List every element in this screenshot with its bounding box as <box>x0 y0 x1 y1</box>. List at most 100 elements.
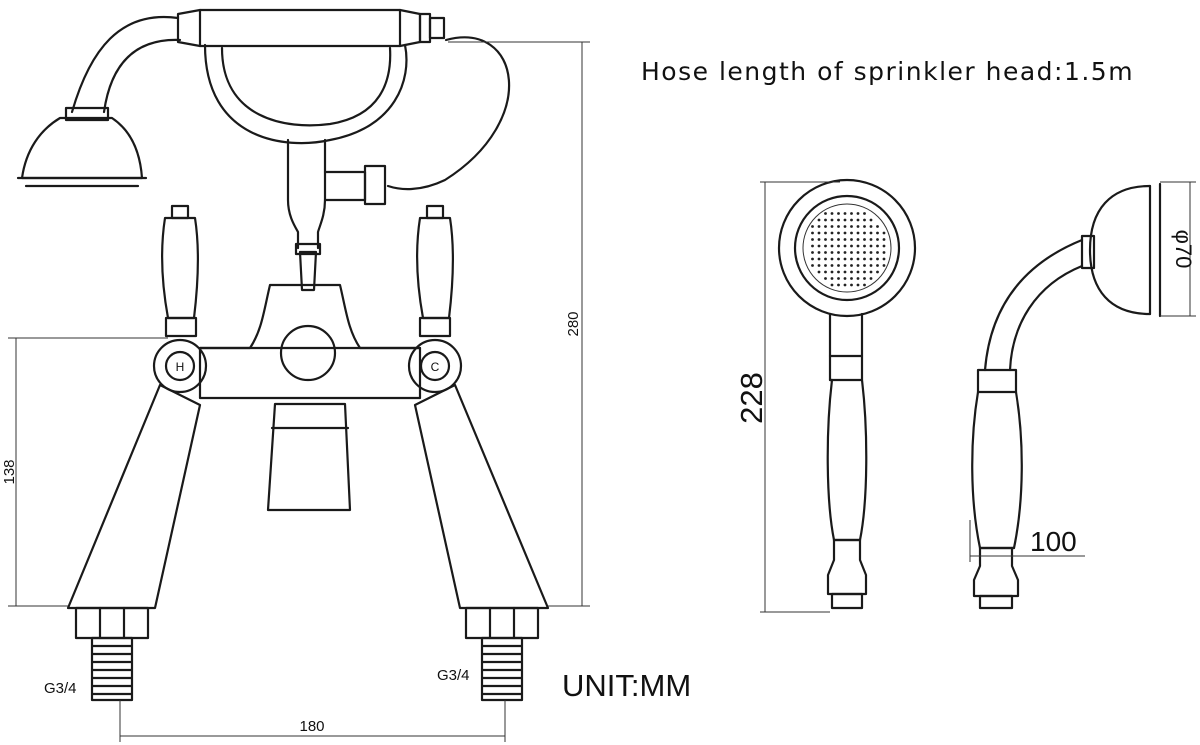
left-nut-faces <box>98 606 126 640</box>
diverter-cap <box>294 242 322 256</box>
mixer-drawing: H C <box>16 8 550 702</box>
spray-hole <box>811 238 814 241</box>
side-neck <box>983 238 1084 372</box>
spray-hole <box>850 283 853 287</box>
spray-hole <box>876 244 879 248</box>
spray-hole <box>837 277 840 280</box>
left-leg <box>66 383 202 610</box>
spray-hole <box>876 231 879 235</box>
spray-hole <box>869 264 873 267</box>
side-connector <box>978 594 1014 610</box>
cradle-stem <box>286 138 327 250</box>
handset-side-view <box>971 182 1162 610</box>
spray-hole <box>856 212 860 215</box>
spray-hole <box>869 244 873 248</box>
spray-hole <box>837 270 840 274</box>
spray-hole <box>811 231 814 235</box>
spray-hole <box>856 270 860 274</box>
spray-hole <box>850 251 853 254</box>
spray-hole <box>863 270 866 274</box>
spray-holes <box>811 212 886 287</box>
spray-hole <box>837 251 840 254</box>
spray-hole <box>876 257 879 261</box>
handset-face-inner <box>793 194 901 302</box>
spray-hole <box>837 257 840 261</box>
spray-hole <box>882 264 886 267</box>
front-grip <box>826 354 868 542</box>
spray-hole <box>843 277 847 280</box>
spray-hole <box>863 231 866 235</box>
spray-hole <box>824 244 827 248</box>
handset-front-view <box>777 178 917 610</box>
spray-hole <box>817 238 821 241</box>
handset-grip-band <box>198 8 402 48</box>
spray-plate <box>802 203 892 293</box>
spray-hole <box>843 238 847 241</box>
spray-hole <box>817 270 821 274</box>
spray-hole <box>863 251 866 254</box>
spray-hole <box>856 231 860 235</box>
handset-length-dimension: 228 <box>734 181 840 613</box>
mixer-dimensions: 280 138 180 G3/4 G3/4 <box>1 41 590 742</box>
spray-hole <box>876 251 879 254</box>
side-grip <box>971 368 1023 550</box>
spray-hole <box>876 264 879 267</box>
spray-hole <box>824 251 827 254</box>
spray-hole <box>830 277 834 280</box>
handset-side-dimensions: φ70 100 <box>969 181 1196 562</box>
front-neck <box>828 312 864 358</box>
spray-hole <box>869 270 873 274</box>
spray-hole <box>830 257 834 261</box>
hot-label: H <box>176 360 185 374</box>
hot-handle-collar <box>164 316 198 338</box>
spray-hole <box>843 283 847 287</box>
spray-hole <box>817 244 821 248</box>
dim-head-diameter: φ70 <box>1171 230 1196 269</box>
spray-hole <box>863 257 866 261</box>
spray-hole <box>869 218 873 222</box>
diverter-lever <box>298 250 318 292</box>
spray-hole <box>817 218 821 222</box>
spray-hole <box>850 264 853 267</box>
spray-hole <box>811 257 814 261</box>
side-head <box>1088 182 1162 318</box>
spray-hole <box>850 225 853 228</box>
spray-hole <box>843 244 847 248</box>
right-thread <box>480 636 524 702</box>
spray-hole <box>843 225 847 228</box>
spray-hole <box>863 218 866 222</box>
spray-hole <box>869 231 873 235</box>
spray-hole <box>830 270 834 274</box>
mixer-center-boss <box>279 324 337 382</box>
spray-hole <box>824 257 827 261</box>
spray-hole <box>856 264 860 267</box>
thread-label-left: G3/4 <box>44 680 77 697</box>
spray-hole <box>811 225 814 228</box>
side-neck-collar <box>1080 234 1096 270</box>
spray-hole <box>876 270 879 274</box>
spray-hole <box>863 264 866 267</box>
spray-hole <box>856 218 860 222</box>
cold-valve-disc <box>419 350 451 382</box>
spray-hole <box>863 212 866 215</box>
spray-hole <box>850 257 853 261</box>
spray-hole <box>843 218 847 222</box>
shower-head <box>20 116 144 180</box>
spray-hole <box>817 257 821 261</box>
dim-handset-depth: 100 <box>1030 526 1077 557</box>
spray-hole <box>824 231 827 235</box>
handset-neck-inner <box>102 38 182 114</box>
handset-face-outer <box>777 178 917 318</box>
spray-hole <box>830 218 834 222</box>
spray-hole <box>869 277 873 280</box>
spray-hole <box>863 238 866 241</box>
spray-hole <box>856 257 860 261</box>
spray-hole <box>850 244 853 248</box>
cold-label: C <box>431 360 440 374</box>
hot-handle-cap <box>170 204 190 220</box>
bath-spout <box>266 402 352 512</box>
handset-end-cap <box>418 12 432 44</box>
spray-hole <box>811 251 814 254</box>
spray-hole <box>856 244 860 248</box>
